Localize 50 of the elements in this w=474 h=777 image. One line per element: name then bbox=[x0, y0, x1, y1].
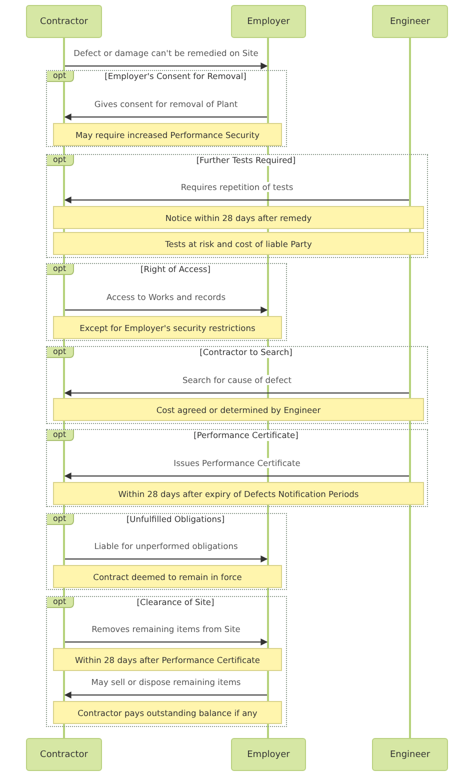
frame-title: [Right of Access] bbox=[138, 264, 212, 275]
optional-frame bbox=[46, 429, 428, 507]
note-box: Notice within 28 days after remedy bbox=[53, 206, 424, 229]
note-box: Within 28 days after Performance Certificate bbox=[53, 648, 282, 671]
message-label: Gives consent for removal of Plant bbox=[94, 99, 238, 109]
note-box: Cost agreed or determined by Engineer bbox=[53, 398, 424, 421]
message-arrow bbox=[64, 638, 268, 646]
frame-title: [Performance Certificate] bbox=[192, 430, 300, 441]
message-arrow bbox=[64, 692, 268, 698]
message-arrow bbox=[64, 114, 268, 120]
message-label: Issues Performance Certificate bbox=[174, 458, 300, 468]
message-arrow bbox=[64, 306, 268, 314]
frame-title: [Further Tests Required] bbox=[194, 155, 298, 166]
message-arrow bbox=[64, 390, 410, 396]
frame-tag: opt bbox=[47, 264, 74, 275]
note-box: Within 28 days after expiry of Defects Notification Periods bbox=[53, 482, 424, 505]
participant-box: Employer bbox=[231, 5, 306, 38]
frame-tag: opt bbox=[47, 514, 74, 525]
participant-box: Engineer bbox=[372, 738, 448, 771]
participant-box: Engineer bbox=[372, 5, 448, 38]
frame-tag: opt bbox=[47, 430, 74, 441]
frame-tag: opt bbox=[47, 347, 74, 358]
participant-box: Contractor bbox=[26, 738, 102, 771]
optional-frame bbox=[46, 346, 428, 424]
note-box: May require increased Performance Security bbox=[53, 123, 282, 146]
note-box: Contractor pays outstanding balance if any bbox=[53, 701, 282, 724]
message-label: May sell or dispose remaining items bbox=[91, 677, 241, 687]
message-label: Requires repetition of tests bbox=[180, 182, 294, 192]
frame-title: [Unfulfilled Obligations] bbox=[124, 514, 227, 525]
note-box: Tests at risk and cost of liable Party bbox=[53, 232, 424, 255]
message-label: Removes remaining items from Site bbox=[92, 624, 240, 634]
message-arrow bbox=[64, 556, 268, 562]
frame-title: [Clearance of Site] bbox=[134, 597, 216, 608]
frame-title: [Employer's Consent for Removal] bbox=[102, 71, 248, 82]
message-label: Access to Works and records bbox=[106, 292, 226, 302]
message-arrow bbox=[64, 62, 268, 70]
message-label: Defect or damage can't be remedied on Site bbox=[74, 48, 258, 58]
message-label: Liable for unperformed obligations bbox=[94, 541, 238, 551]
frame-tag: opt bbox=[47, 71, 74, 82]
participant-box: Employer bbox=[231, 738, 306, 771]
frame-tag: opt bbox=[47, 155, 74, 166]
note-box: Contract deemed to remain in force bbox=[53, 565, 282, 588]
participant-box: Contractor bbox=[26, 5, 102, 38]
frame-tag: opt bbox=[47, 597, 74, 608]
note-box: Except for Employer's security restrictions bbox=[53, 316, 282, 339]
message-arrow bbox=[64, 472, 410, 480]
frame-title: [Contractor to Search] bbox=[198, 347, 294, 358]
message-label: Search for cause of defect bbox=[182, 375, 292, 385]
message-arrow bbox=[64, 196, 410, 204]
optional-frame bbox=[46, 154, 428, 258]
